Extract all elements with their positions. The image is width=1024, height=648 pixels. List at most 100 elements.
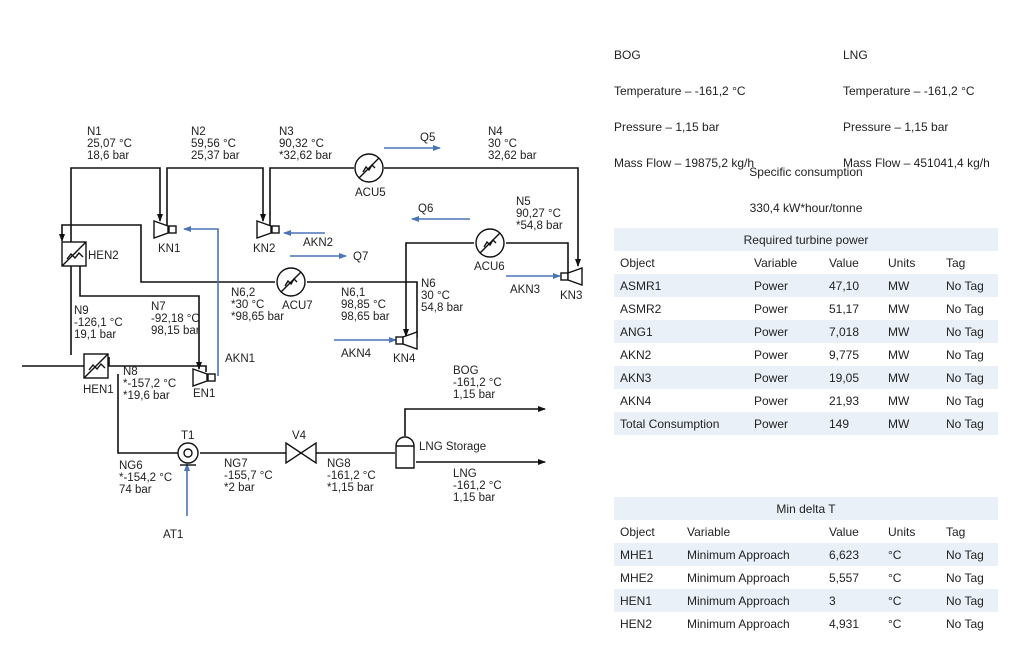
turbine-power-title: Required turbine power <box>614 228 998 251</box>
heat-exchanger-hen1-icon <box>83 353 109 379</box>
turbine-power-cell: Power <box>748 274 823 297</box>
energy-label-q5: Q5 <box>420 132 435 144</box>
stream-n1 <box>70 167 163 243</box>
turbine-power-cell: Power <box>748 366 823 389</box>
energy-label-q7: Q7 <box>353 251 368 263</box>
min-delta-cell: No Tag <box>940 566 998 589</box>
air-cooler-acu5-icon <box>354 153 384 183</box>
min-delta-cell: No Tag <box>940 589 998 612</box>
stream-n5 <box>506 242 569 276</box>
unit-label-acu7: ACU7 <box>282 300 313 312</box>
unit-label-storage: LNG Storage <box>419 441 486 453</box>
unit-label-hen2: HEN2 <box>88 250 119 262</box>
turbine-power-cell: ASMR1 <box>614 274 748 297</box>
min-delta-cell: °C <box>882 543 940 566</box>
min-delta-cell: °C <box>882 566 940 589</box>
turbine-power-cell: No Tag <box>940 412 998 435</box>
lng-summary-temperature: Temperature – -161,2 °C <box>843 84 975 98</box>
min-delta-cell: 5,557 <box>823 566 882 589</box>
stream-bog <box>404 406 546 436</box>
stream-n8-ng6 <box>108 357 207 372</box>
turbine-power-cell: No Tag <box>940 389 998 412</box>
unit-label-acu5: ACU5 <box>355 187 386 199</box>
unit-label-kn4: KN4 <box>393 353 416 365</box>
turbine-power-cell: 47,10 <box>823 274 882 297</box>
lng-summary-mass-flow: Mass Flow – 451041,4 kg/h <box>843 156 990 170</box>
compressor-kn2-icon <box>256 220 280 239</box>
unit-label-kn2: KN2 <box>253 243 275 255</box>
turbine-power-header-cell: Variable <box>748 251 823 274</box>
unit-label-acu6: ACU6 <box>474 261 505 273</box>
compressor-kn1-icon <box>153 220 177 239</box>
turbine-power-cell: Power <box>748 297 823 320</box>
specific-consumption-value: 330,4 kW*hour/tonne <box>749 201 863 215</box>
turbine-power-cell: No Tag <box>940 366 998 389</box>
lng-summary: LNG Temperature – -161,2 °C Pressure – 1… <box>843 25 990 181</box>
min-delta-cell: Minimum Approach <box>681 589 823 612</box>
min-delta-cell: °C <box>882 612 940 635</box>
turbine-power-cell: AKN4 <box>614 389 748 412</box>
energy-lines <box>183 145 561 516</box>
turbine-power-title-row: Required turbine power <box>614 228 998 251</box>
min-delta-cell: MHE1 <box>614 543 681 566</box>
turbine-power-cell: MW <box>882 297 940 320</box>
stream-n7 <box>79 266 202 370</box>
min-delta-cell: HEN1 <box>614 589 681 612</box>
lng-summary-title: LNG <box>843 48 868 62</box>
turbine-power-cell: Power <box>748 389 823 412</box>
stream-label-n62: N6,2*30 °C*98,65 bar <box>231 287 284 323</box>
turbine-power-cell: 149 <box>823 412 882 435</box>
turbine-power-cell: MW <box>882 343 940 366</box>
turbine-power-header-cell: Value <box>823 251 882 274</box>
turbine-power-cell: MW <box>882 320 940 343</box>
min-delta-cell: Minimum Approach <box>681 612 823 635</box>
min-delta-cell: MHE2 <box>614 566 681 589</box>
stream-label-n8: N8*-157,2 °C*19,6 bar <box>123 366 176 402</box>
energy-label-at1: AT1 <box>163 529 183 541</box>
stream-n3 <box>269 167 354 228</box>
min-delta-header-cell: Variable <box>681 520 823 543</box>
min-delta-cell: No Tag <box>940 612 998 635</box>
energy-label-q6: Q6 <box>418 203 433 215</box>
heat-exchanger-hen2-icon <box>61 241 87 267</box>
air-cooler-acu6-icon <box>475 228 505 258</box>
unit-label-kn1: KN1 <box>158 243 180 255</box>
min-delta-cell: HEN2 <box>614 612 681 635</box>
energy-label-akn3: AKN3 <box>510 284 540 296</box>
turbine-power-cell: 51,17 <box>823 297 882 320</box>
turbine-power-cell: MW <box>882 366 940 389</box>
compressor-kn3-icon <box>560 267 583 286</box>
turbine-power-cell: No Tag <box>940 274 998 297</box>
lng-summary-pressure: Pressure – 1,15 bar <box>843 120 949 134</box>
stream-n2 <box>166 167 266 228</box>
bog-summary-temperature: Temperature – -161,2 °C <box>614 84 746 98</box>
turbine-power-cell: 21,93 <box>823 389 882 412</box>
turbine-power-cell: 7,018 <box>823 320 882 343</box>
min-delta-cell: °C <box>882 589 940 612</box>
turbine-power-cell: MW <box>882 412 940 435</box>
energy-label-akn1: AKN1 <box>225 353 255 365</box>
turbine-power-cell: Power <box>748 320 823 343</box>
energy-labels: Q5 Q6 Q7 AKN1 AKN2 AKN3 AKN4 AT1 <box>163 132 540 541</box>
bog-summary-pressure: Pressure – 1,15 bar <box>614 120 720 134</box>
stream-n62 <box>59 224 275 283</box>
